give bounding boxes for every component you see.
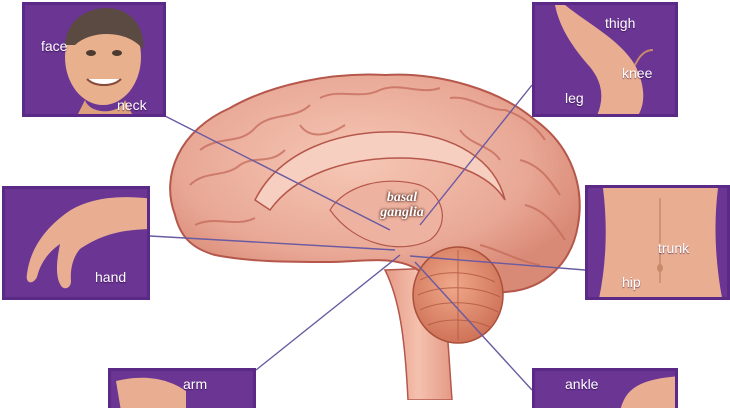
leader-line-arm bbox=[255, 254, 401, 371]
panel-trunk-hip: trunk hip bbox=[585, 185, 730, 300]
corpus-callosum bbox=[254, 131, 506, 212]
leader-lines bbox=[149, 84, 586, 391]
panel-hand: hand bbox=[2, 186, 150, 300]
label-hand: hand bbox=[95, 269, 127, 285]
label-ankle: ankle bbox=[565, 376, 599, 392]
trunk-illustration bbox=[599, 188, 722, 297]
leader-line-trunk bbox=[409, 255, 586, 271]
label-face: face bbox=[41, 38, 68, 54]
leg-illustration bbox=[555, 5, 654, 114]
leader-line-ankle bbox=[414, 261, 533, 391]
label-leg: leg bbox=[565, 90, 584, 106]
label-hip: hip bbox=[622, 274, 641, 290]
brain-folds bbox=[189, 86, 566, 266]
basal-ganglia-label-line2: ganglia bbox=[380, 205, 424, 220]
cerebellum-folds bbox=[417, 250, 501, 340]
panel-arm: arm bbox=[108, 368, 256, 408]
panel-leg: thigh knee leg bbox=[532, 2, 678, 117]
label-neck: neck bbox=[117, 97, 147, 113]
label-trunk: trunk bbox=[658, 240, 690, 256]
panel-ankle: ankle bbox=[532, 368, 678, 408]
leader-line-leg bbox=[419, 84, 533, 226]
label-knee: knee bbox=[622, 65, 653, 81]
ankle-illustration bbox=[620, 376, 675, 408]
face-illustration bbox=[65, 8, 144, 114]
thalamus bbox=[329, 180, 443, 248]
leader-line-hand bbox=[149, 235, 396, 251]
label-arm: arm bbox=[183, 376, 208, 392]
label-thigh: thigh bbox=[605, 15, 636, 31]
basal-ganglia-label: basal ganglia bbox=[370, 190, 434, 220]
hand-illustration bbox=[26, 197, 147, 289]
panel-face-neck: face neck bbox=[22, 2, 166, 117]
leader-line-face-neck bbox=[164, 115, 391, 231]
basal-ganglia-label-line1: basal bbox=[386, 190, 418, 205]
